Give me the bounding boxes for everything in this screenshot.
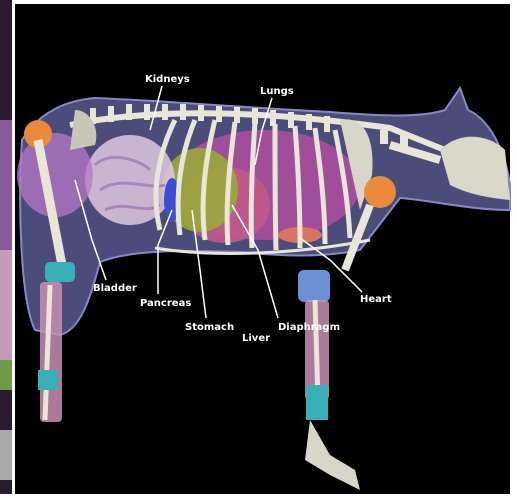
label-lungs: Lungs bbox=[260, 86, 294, 97]
label-pancreas: Pancreas bbox=[140, 298, 191, 309]
label-stomach: Stomach bbox=[185, 322, 234, 333]
label-heart: Heart bbox=[360, 294, 392, 305]
label-diaphragm: Diaphragm bbox=[278, 322, 340, 333]
label-kidneys: Kidneys bbox=[145, 74, 190, 85]
label-bladder: Bladder bbox=[93, 283, 137, 294]
label-liver: Liver bbox=[242, 333, 270, 344]
